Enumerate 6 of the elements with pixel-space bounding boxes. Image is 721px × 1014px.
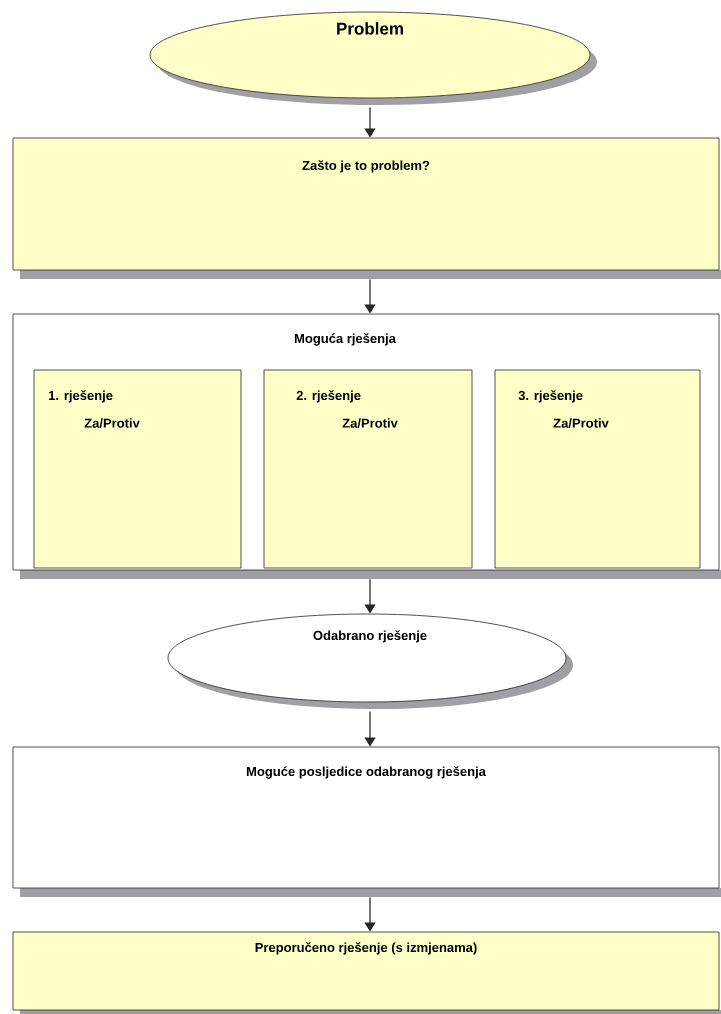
process-box: Preporučeno rješenje (s izmjenama) [12, 931, 721, 1014]
process-box: Zašto je to problem? [12, 137, 721, 279]
process-box: Moguće posljedice odabranog rješenja [12, 746, 721, 897]
solution-box: 1. rješenje Za/Protiv [33, 369, 242, 569]
solution-box: 3. rješenje Za/Protiv [494, 369, 701, 569]
solution-box: 2. rješenje Za/Protiv [263, 369, 473, 569]
